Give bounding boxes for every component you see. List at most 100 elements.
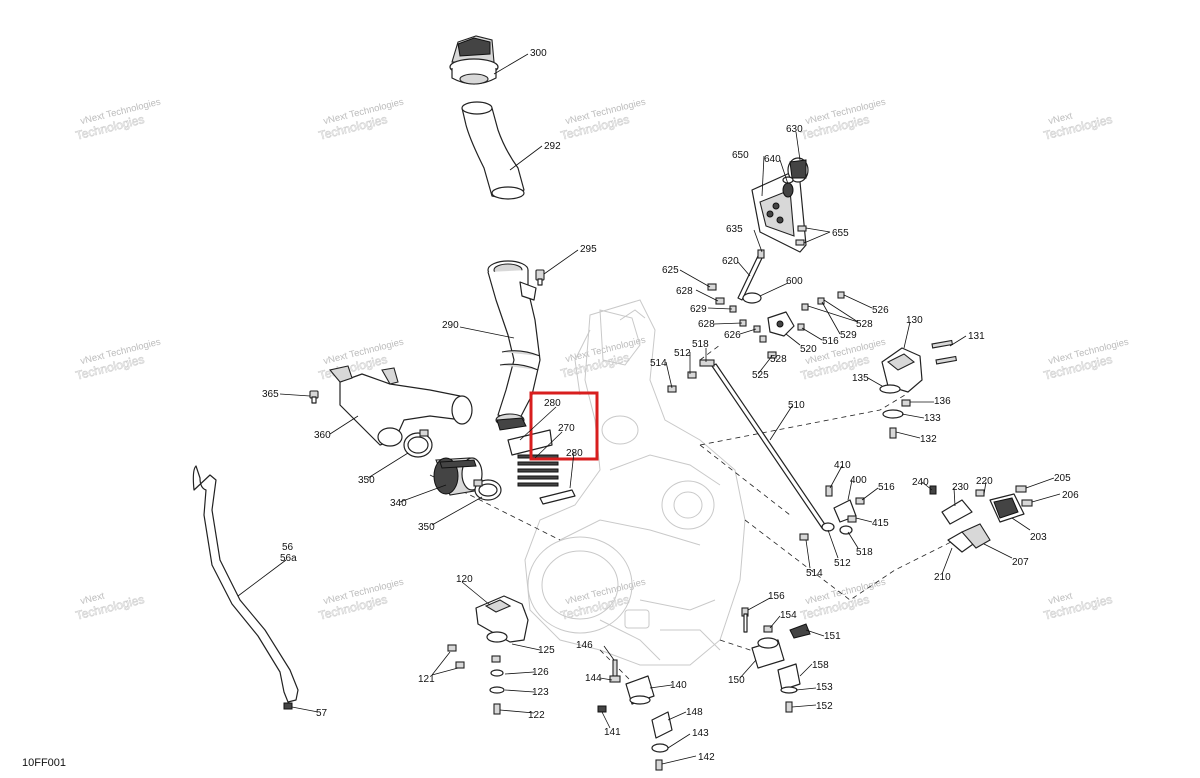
callout-label: 528 [856, 319, 873, 330]
callout-label: 512 [674, 348, 691, 359]
callout-label: 144 [585, 673, 602, 684]
callout-label: 600 [786, 276, 803, 287]
shift-rod-510 [667, 359, 835, 541]
shift-bracket-520 [759, 311, 795, 359]
callout-label: 151 [824, 631, 841, 642]
callout-label: 628 [698, 319, 715, 330]
leader-lines [237, 53, 1061, 765]
callout-label: 57 [316, 708, 328, 719]
engine-ghost [524, 299, 746, 666]
callout-label: 620 [722, 256, 739, 267]
vent-hose-56 [192, 465, 299, 710]
callout-label: 130 [906, 315, 923, 326]
callout-label: 270 [558, 423, 575, 434]
callout-label: 146 [576, 640, 593, 651]
callout-label: 640 [764, 154, 781, 165]
callout-label: 526 [872, 305, 889, 316]
callout-label: 300 [530, 48, 547, 59]
callout-label: 152 [816, 701, 833, 712]
callout-label: 131 [968, 331, 985, 342]
callout-label: 529 [840, 330, 857, 341]
screws-655 [795, 225, 807, 246]
callout-label: 650 [732, 150, 749, 161]
module-203 [975, 485, 1033, 523]
callout-label: 141 [604, 727, 621, 738]
callout-label: 512 [834, 558, 851, 569]
callout-label: 280 [544, 398, 561, 409]
callout-label: 625 [662, 265, 679, 276]
hardware-526-529 [797, 291, 845, 331]
mount-hardware-120 [447, 644, 505, 715]
callout-label: 518 [692, 339, 709, 350]
callout-label: 120 [456, 574, 473, 585]
callout-label: 203 [1030, 532, 1047, 543]
callout-label: 290 [442, 320, 459, 331]
engine-mount-120 [475, 595, 529, 643]
callout-label: 153 [816, 682, 833, 693]
callout-label: 520 [800, 344, 817, 355]
callout-label: 205 [1054, 473, 1071, 484]
callout-label: 340 [390, 498, 407, 509]
intake-duct-290 [487, 260, 541, 431]
callout-label: 280 [566, 448, 583, 459]
callout-label: 410 [834, 460, 851, 471]
callout-label: 132 [920, 434, 937, 445]
callout-label: 360 [314, 430, 331, 441]
hose-clamp-350-upper [403, 429, 433, 458]
callout-label: 135 [852, 373, 869, 384]
diagram-reference-code: 10FF001 [22, 757, 66, 769]
shift-knob-630 [787, 157, 809, 183]
screw-365 [309, 390, 319, 404]
callout-label: 292 [544, 141, 561, 152]
callout-label: 210 [934, 572, 951, 583]
callout-label: 154 [780, 610, 797, 621]
callout-label: 133 [924, 413, 941, 424]
bracket-assembly-210 [929, 485, 991, 553]
callout-label: 206 [1062, 490, 1079, 501]
callout-label: 400 [850, 475, 867, 486]
callout-label: 518 [856, 547, 873, 558]
callout-label: 140 [670, 680, 687, 691]
hose-clamp-350-lower [473, 479, 502, 501]
callout-label: 655 [832, 228, 849, 239]
callout-label: 148 [686, 707, 703, 718]
airbox-360 [328, 365, 473, 447]
screw-295 [535, 269, 545, 286]
mount-148 [651, 711, 673, 771]
highlight-box[interactable] [529, 391, 599, 461]
callout-label: 528 [770, 354, 787, 365]
intake-cap-300 [449, 35, 499, 85]
spacer-assembly-270 [507, 429, 576, 505]
callout-label: 220 [976, 476, 993, 487]
bracket-400 [825, 485, 865, 535]
callout-label: 156 [768, 591, 785, 602]
callout-label: 56a [280, 553, 297, 564]
callout-label: 123 [532, 687, 549, 698]
callout-label: 514 [806, 568, 823, 579]
intake-hose-292 [461, 101, 525, 200]
callout-label: 516 [878, 482, 895, 493]
callout-label: 207 [1012, 557, 1029, 568]
callout-label: 626 [724, 330, 741, 341]
callout-label: 510 [788, 400, 805, 411]
callout-label: 630 [786, 124, 803, 135]
callout-numbers: 300 292 295 290 365 360 350 340 350 280 … [262, 48, 1079, 763]
mount-bracket-150 [741, 607, 811, 713]
callout-label: 240 [912, 477, 929, 488]
callout-label: 628 [676, 286, 693, 297]
callout-label: 295 [580, 244, 597, 255]
callout-label: 125 [538, 645, 555, 656]
callout-label: 365 [262, 389, 279, 400]
callout-label: 56 [282, 542, 294, 553]
mount-bracket-130 [879, 339, 958, 439]
callout-label: 514 [650, 358, 667, 369]
callout-label: 121 [418, 674, 435, 685]
callout-label: 126 [532, 667, 549, 678]
callout-label: 158 [812, 660, 829, 671]
boot-640 [782, 176, 794, 198]
callout-label: 136 [934, 396, 951, 407]
callout-label: 350 [358, 475, 375, 486]
callout-label: 150 [728, 675, 745, 686]
callout-label: 629 [690, 304, 707, 315]
